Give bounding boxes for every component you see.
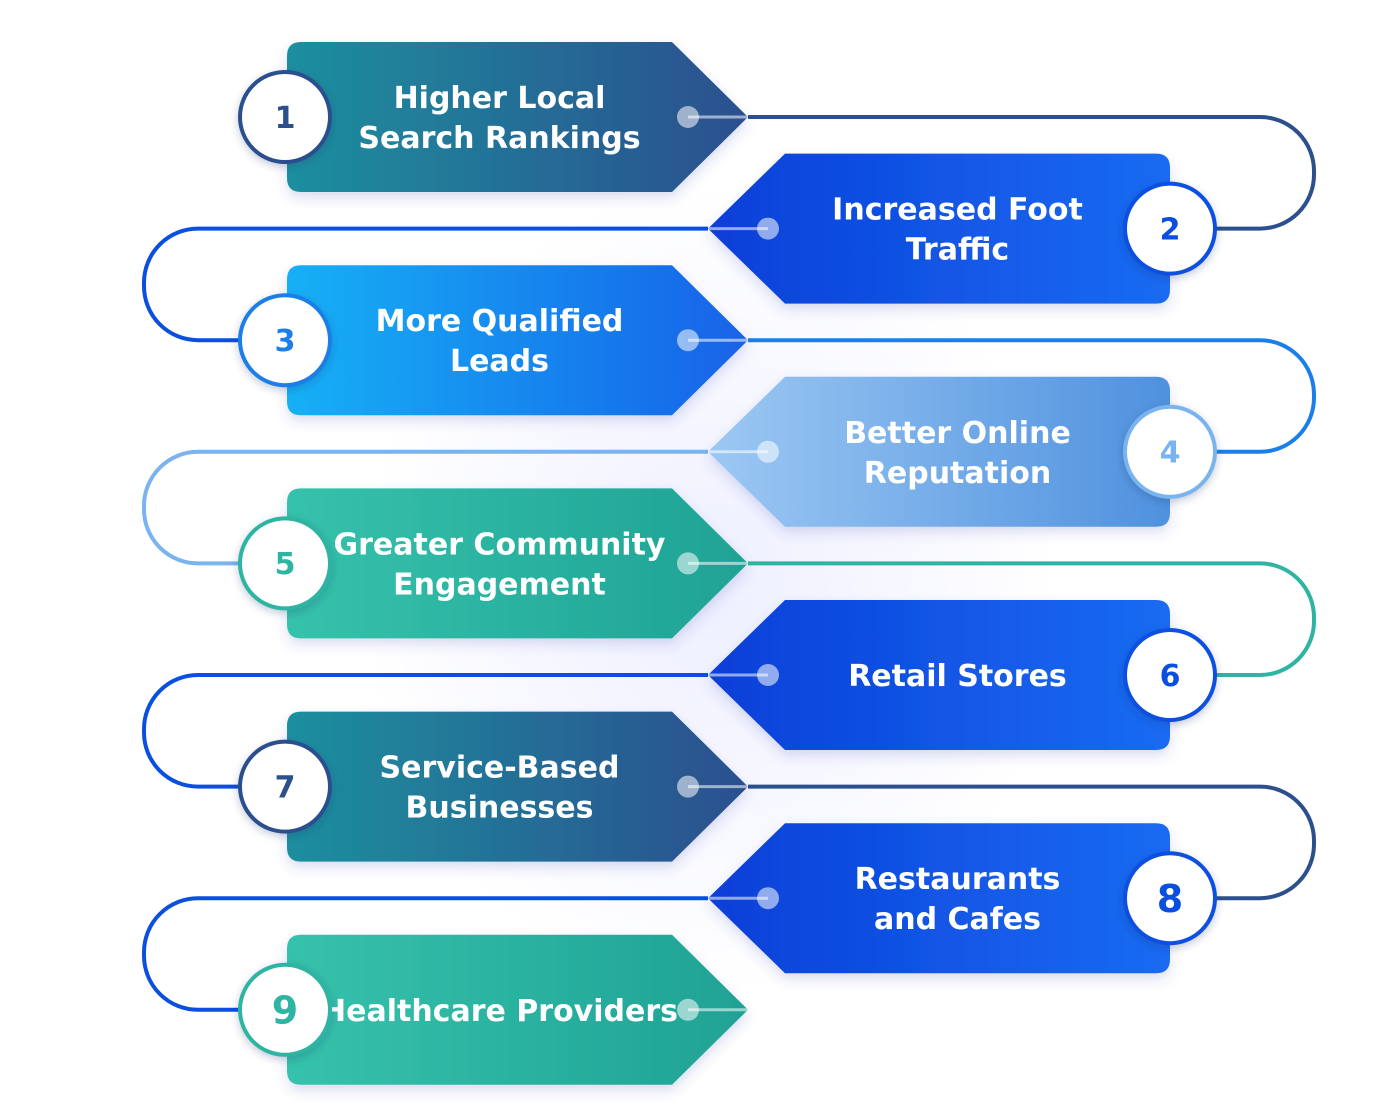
- step-number-8: 8: [1157, 877, 1183, 921]
- step-number-4: 4: [1160, 436, 1181, 471]
- step-label-4-line-1: Better Online: [844, 416, 1071, 451]
- step-tag-6: Retail Stores 6: [708, 600, 1217, 750]
- step-label-5-line-1: Greater Community: [334, 527, 666, 562]
- connector-3-to-4: [748, 338, 1316, 454]
- step-tag-dot-4: [757, 440, 779, 463]
- step-label-7-line-2: Businesses: [406, 791, 594, 826]
- step-label-2-line-2: Traffic: [906, 233, 1009, 268]
- connector-6-to-7: [142, 673, 708, 789]
- step-label-3-line-1: More Qualified: [376, 304, 624, 339]
- step-number-circle-8: [1123, 851, 1217, 946]
- step-tag-dot-7: [677, 775, 699, 798]
- step-tag-dot-2: [757, 217, 779, 240]
- step-number-9: 9: [272, 988, 298, 1032]
- step-label-2-line-1: Increased Foot: [832, 193, 1083, 228]
- step-number-2: 2: [1160, 212, 1181, 247]
- step-tag-shape-3: [287, 265, 748, 416]
- step-number-circle-4: [1123, 404, 1217, 499]
- step-label-3-line-2: Leads: [450, 344, 549, 379]
- step-tag-shape-4: [708, 376, 1170, 527]
- step-number-circle-7: [238, 739, 332, 834]
- step-number-circle-5: [238, 516, 332, 611]
- step-tag-shape-6: [708, 600, 1170, 750]
- step-number-3: 3: [275, 324, 296, 359]
- step-tag-dot-9: [677, 998, 699, 1021]
- connector-4-to-5: [142, 449, 708, 566]
- step-tag-dot-6: [757, 664, 779, 686]
- step-number-7: 7: [275, 770, 296, 805]
- step-tag-shape-8: [708, 823, 1170, 974]
- step-label-6-line-1: Retail Stores: [848, 659, 1067, 694]
- step-number-circle-9: [238, 962, 332, 1057]
- connector-7-to-8: [748, 784, 1316, 901]
- step-label-8-line-1: Restaurants: [855, 862, 1061, 897]
- step-number-circle-6: [1123, 628, 1217, 722]
- step-number-circle-1: [238, 70, 332, 164]
- step-label-7-line-1: Service-Based: [380, 751, 620, 786]
- step-tag-dot-5: [677, 552, 699, 575]
- step-label-9-line-1: Healthcare Providers: [321, 994, 678, 1029]
- step-label-1-line-1: Higher Local: [394, 81, 606, 116]
- step-tag-dot-8: [757, 887, 779, 910]
- connector-1-to-2: [748, 115, 1316, 231]
- step-tag-shape-5: [287, 488, 748, 639]
- step-label-1-line-2: Search Rankings: [358, 121, 640, 156]
- connector-5-to-6: [748, 561, 1316, 677]
- connector-8-to-9: [142, 896, 708, 1012]
- step-number-circle-2: [1123, 181, 1217, 276]
- step-tag-shape-7: [287, 711, 748, 862]
- step-label-8-line-2: and Cafes: [874, 902, 1041, 937]
- step-number-circle-3: [238, 293, 332, 388]
- step-label-4-line-2: Reputation: [864, 456, 1051, 491]
- step-tag-dot-3: [677, 329, 699, 352]
- step-number-1: 1: [275, 101, 296, 136]
- step-tag-9: Healthcare Providers 9: [238, 934, 748, 1085]
- step-label-5-line-2: Engagement: [393, 567, 606, 602]
- step-tag-8: Restaurants and Cafes 8: [708, 823, 1217, 974]
- step-tag-dot-1: [677, 106, 699, 128]
- step-number-6: 6: [1160, 659, 1181, 694]
- step-tag-shape-9: [287, 934, 748, 1085]
- step-number-5: 5: [275, 547, 296, 582]
- connector-lines: [142, 115, 1316, 1012]
- step-tag-shape-2: [708, 153, 1170, 304]
- connector-2-to-3: [142, 226, 708, 343]
- step-tag-shape-1: [287, 42, 748, 192]
